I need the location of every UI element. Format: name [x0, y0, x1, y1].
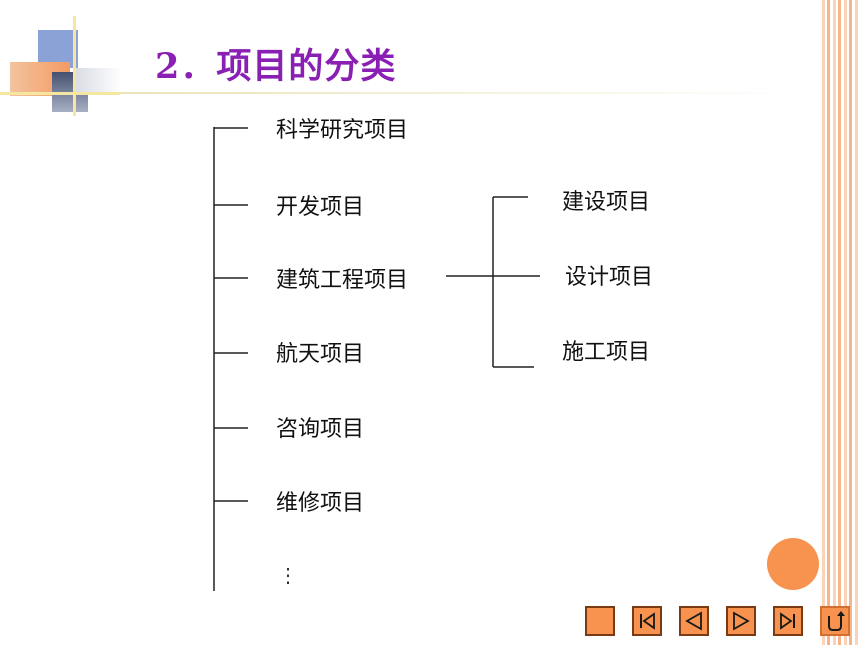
slide-logo-decoration — [0, 0, 122, 120]
slide-title: 2．项目的分类 — [155, 46, 397, 87]
category-construction: 建筑工程项目 — [276, 268, 409, 293]
next-page-icon — [733, 611, 750, 631]
return-icon — [828, 611, 845, 631]
nav-blank-button[interactable] — [585, 606, 615, 636]
nav-return-button[interactable] — [820, 606, 850, 636]
previous-page-icon — [685, 611, 702, 631]
category-ellipsis: ⋮ — [278, 563, 298, 587]
decorative-orange-circle — [767, 538, 819, 590]
nav-last-button[interactable] — [773, 606, 803, 636]
category-consulting: 咨询项目 — [276, 417, 365, 442]
nav-previous-button[interactable] — [679, 606, 709, 636]
last-page-icon — [780, 612, 795, 630]
category-maintenance: 维修项目 — [276, 491, 365, 516]
first-page-icon — [640, 612, 655, 630]
title-underline — [120, 92, 810, 94]
category-research: 科学研究项目 — [276, 118, 409, 143]
subcategory-build: 建设项目 — [562, 190, 651, 215]
right-edge-decoration — [822, 0, 860, 645]
nav-first-button[interactable] — [632, 606, 662, 636]
category-development: 开发项目 — [276, 195, 365, 220]
category-aerospace: 航天项目 — [276, 342, 365, 367]
nav-next-button[interactable] — [726, 606, 756, 636]
subcategory-design: 设计项目 — [565, 265, 654, 290]
subcategory-execution: 施工项目 — [562, 340, 651, 365]
